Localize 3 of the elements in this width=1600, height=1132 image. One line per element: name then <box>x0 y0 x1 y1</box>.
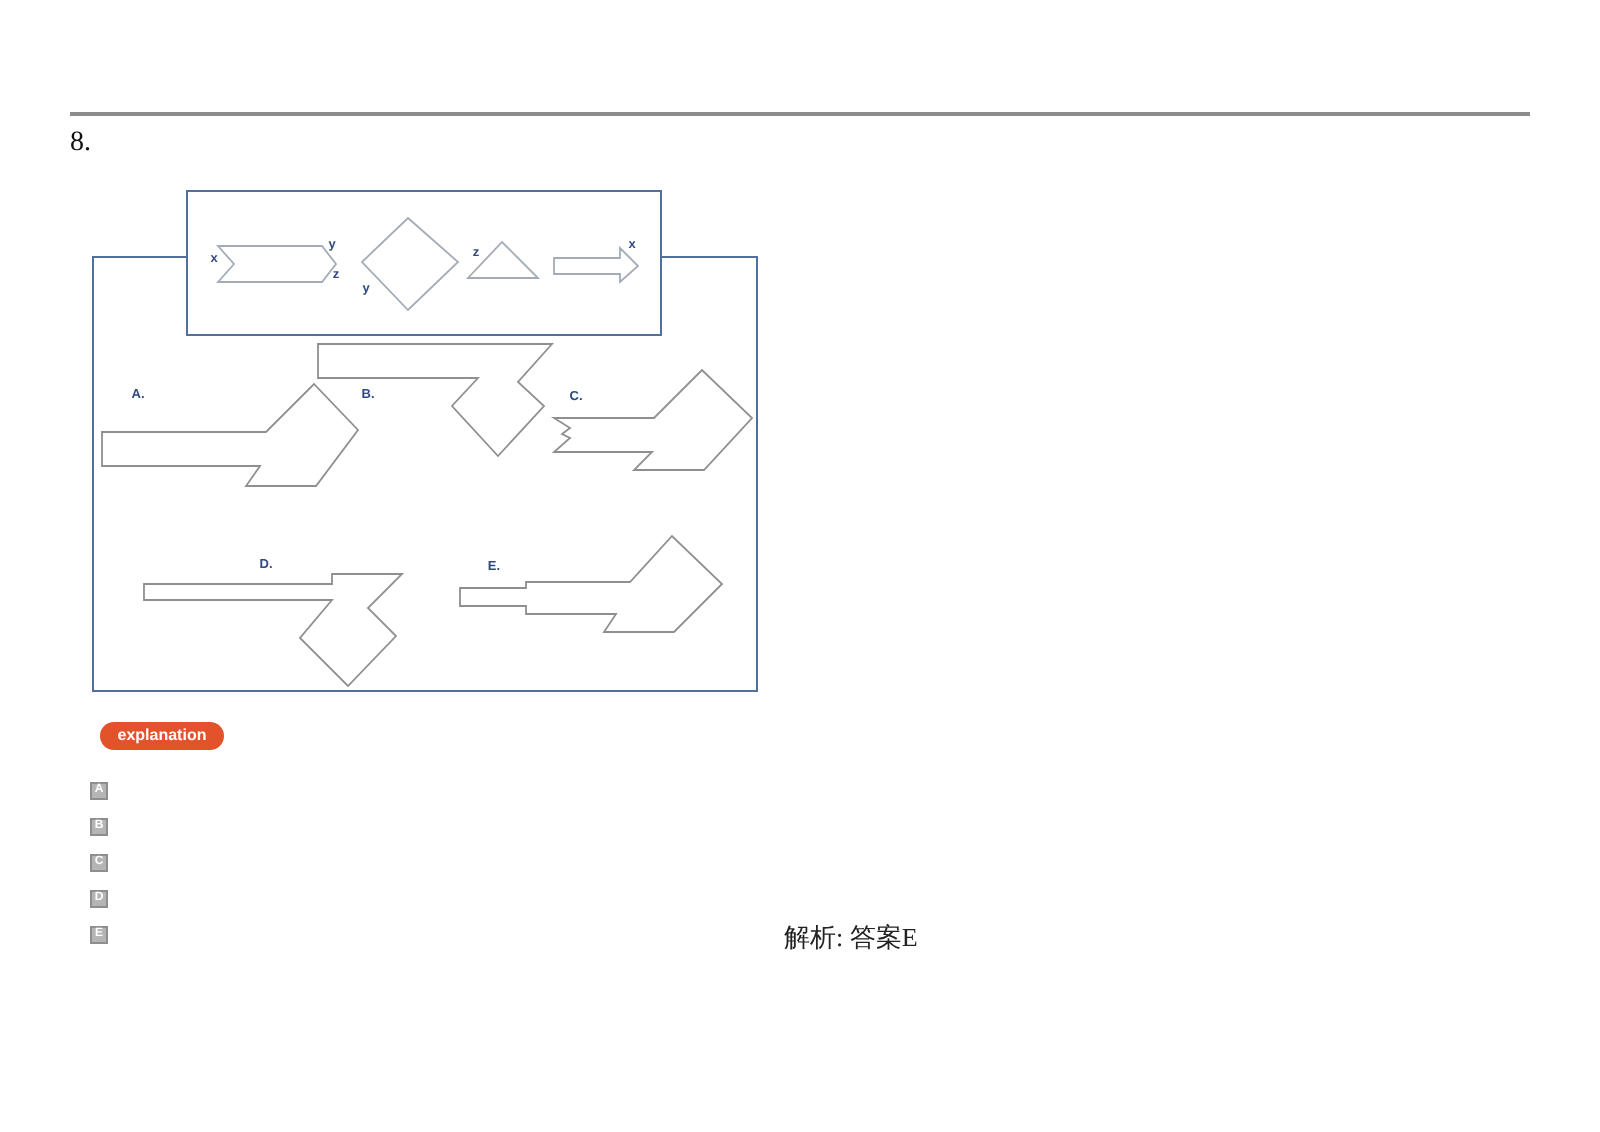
answer-text: 解析: 答案E <box>784 922 918 954</box>
explanation-button: explanation <box>100 722 224 750</box>
question-number: 8. <box>70 128 91 160</box>
